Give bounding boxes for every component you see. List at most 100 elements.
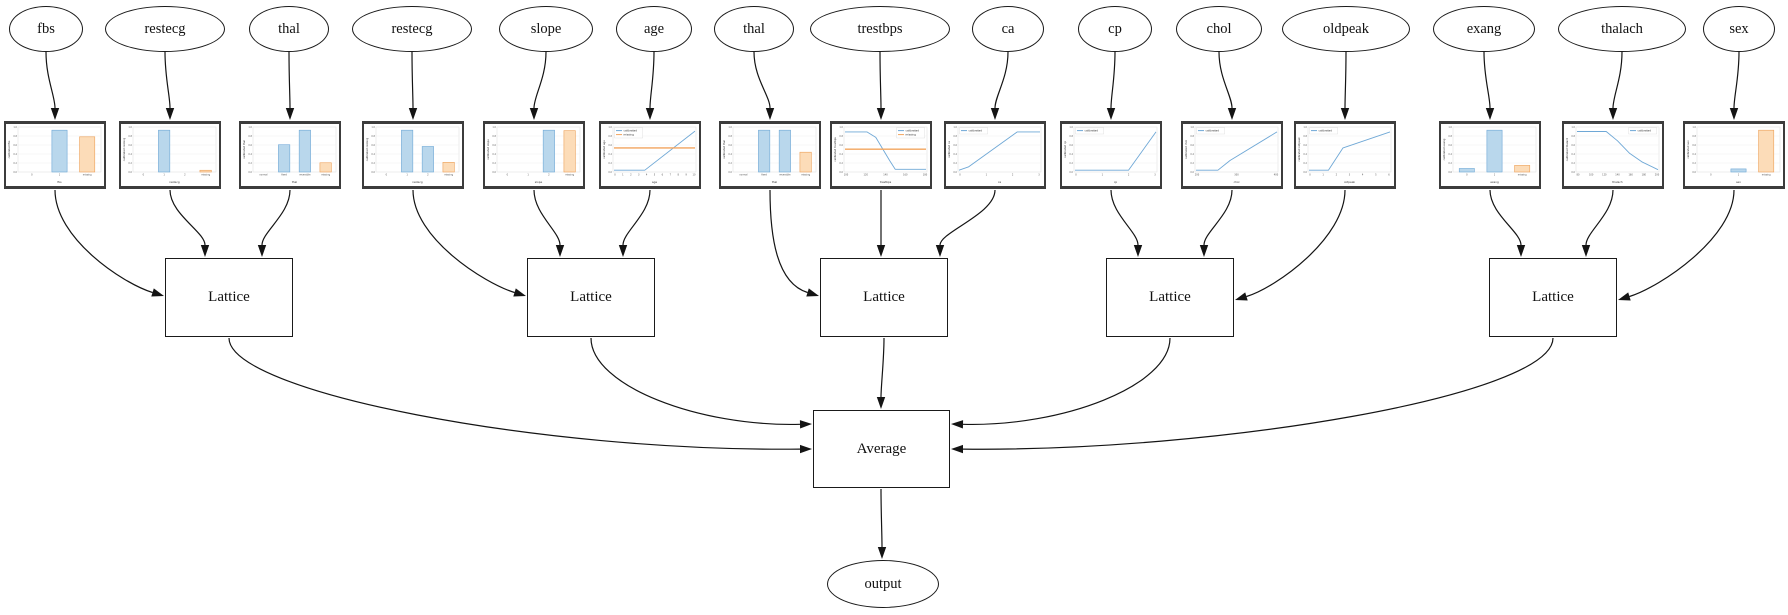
- svg-text:0.8: 0.8: [1571, 135, 1575, 138]
- svg-text:0.6: 0.6: [1069, 144, 1073, 147]
- svg-text:200: 200: [1195, 173, 1200, 176]
- svg-text:thal: thal: [772, 180, 778, 184]
- lattice-node-4: Lattice: [1106, 258, 1234, 337]
- feature-node-restecg: restecg: [352, 6, 472, 52]
- svg-text:1.0: 1.0: [1190, 126, 1194, 129]
- svg-text:120: 120: [1602, 173, 1607, 176]
- svg-text:1: 1: [1102, 173, 1104, 176]
- svg-text:3: 3: [638, 173, 640, 176]
- svg-text:0.0: 0.0: [1190, 171, 1194, 174]
- lattice-label: Lattice: [1149, 289, 1191, 305]
- svg-text:0.6: 0.6: [728, 144, 732, 147]
- lattice-label: Lattice: [1532, 289, 1574, 305]
- svg-text:0.6: 0.6: [839, 144, 843, 147]
- svg-text:300: 300: [1234, 173, 1239, 176]
- svg-text:0.8: 0.8: [953, 135, 957, 138]
- svg-text:0.4: 0.4: [953, 153, 957, 156]
- svg-text:1: 1: [406, 173, 408, 176]
- svg-text:fbs: fbs: [57, 180, 62, 184]
- svg-text:fixed: fixed: [281, 173, 287, 176]
- svg-text:calibrated sex: calibrated sex: [1686, 140, 1690, 159]
- svg-text:1.0: 1.0: [1571, 126, 1575, 129]
- svg-text:1.0: 1.0: [608, 126, 612, 129]
- svg-text:8: 8: [677, 173, 679, 176]
- svg-text:0.6: 0.6: [1692, 144, 1696, 147]
- svg-text:0: 0: [1075, 173, 1077, 176]
- svg-text:0.2: 0.2: [1571, 162, 1575, 165]
- svg-text:calibrated thal: calibrated thal: [722, 140, 726, 159]
- svg-text:0.8: 0.8: [1692, 135, 1696, 138]
- svg-text:0.2: 0.2: [839, 162, 843, 165]
- svg-text:2: 2: [1128, 173, 1130, 176]
- svg-text:0: 0: [959, 173, 961, 176]
- svg-text:0.4: 0.4: [1692, 153, 1696, 156]
- svg-text:3: 3: [1154, 173, 1156, 176]
- feature-node-cp: cp: [1078, 6, 1152, 52]
- svg-text:0.4: 0.4: [839, 153, 843, 156]
- svg-text:0.2: 0.2: [1692, 162, 1696, 165]
- svg-text:5: 5: [654, 173, 656, 176]
- feature-label: ca: [1001, 20, 1015, 37]
- svg-text:restecg: restecg: [412, 180, 423, 184]
- svg-text:fixed: fixed: [761, 173, 767, 176]
- svg-text:calibrated exang: calibrated exang: [1442, 138, 1446, 160]
- svg-text:6: 6: [1388, 173, 1390, 176]
- svg-text:160: 160: [1628, 173, 1633, 176]
- svg-text:0.2: 0.2: [1448, 162, 1452, 165]
- feature-label: thal: [743, 20, 765, 37]
- svg-text:0.4: 0.4: [1069, 153, 1073, 156]
- svg-text:thal: thal: [292, 180, 298, 184]
- lattice-node-1: Lattice: [165, 258, 293, 337]
- svg-text:0.0: 0.0: [492, 171, 496, 174]
- feature-node-sex: sex: [1703, 6, 1775, 52]
- svg-text:2: 2: [630, 173, 632, 176]
- svg-text:missing: missing: [1762, 173, 1771, 176]
- svg-text:0.4: 0.4: [248, 153, 252, 156]
- feature-label: cp: [1108, 20, 1122, 37]
- svg-text:calibrated: calibrated: [624, 129, 638, 133]
- svg-text:0.0: 0.0: [371, 171, 375, 174]
- svg-text:0.2: 0.2: [128, 162, 132, 165]
- svg-text:0: 0: [386, 173, 388, 176]
- svg-text:2: 2: [184, 173, 186, 176]
- feature-label: fbs: [37, 20, 55, 37]
- svg-text:1.0: 1.0: [13, 126, 17, 129]
- svg-text:0.2: 0.2: [1190, 162, 1194, 165]
- svg-text:normal: normal: [739, 173, 747, 176]
- svg-text:normal: normal: [259, 173, 267, 176]
- svg-text:1: 1: [527, 173, 529, 176]
- svg-text:0.4: 0.4: [1571, 153, 1575, 156]
- svg-text:1.0: 1.0: [492, 126, 496, 129]
- feature-label: exang: [1466, 20, 1502, 37]
- svg-text:calibrated fbs: calibrated fbs: [7, 140, 11, 158]
- feature-node-thal: thal: [249, 6, 329, 52]
- svg-text:0.8: 0.8: [371, 135, 375, 138]
- svg-text:120: 120: [864, 173, 869, 176]
- svg-text:0.0: 0.0: [728, 171, 732, 174]
- svg-text:0: 0: [31, 173, 33, 176]
- svg-text:400: 400: [1274, 173, 1279, 176]
- svg-text:0.2: 0.2: [728, 162, 732, 165]
- svg-text:0.6: 0.6: [1303, 144, 1307, 147]
- svg-text:calibrated chol: calibrated chol: [1184, 140, 1188, 159]
- svg-text:1: 1: [59, 173, 61, 176]
- svg-text:reversible: reversible: [779, 173, 791, 176]
- svg-text:3: 3: [1349, 173, 1351, 176]
- svg-text:1.0: 1.0: [728, 126, 732, 129]
- svg-text:80: 80: [1577, 173, 1580, 176]
